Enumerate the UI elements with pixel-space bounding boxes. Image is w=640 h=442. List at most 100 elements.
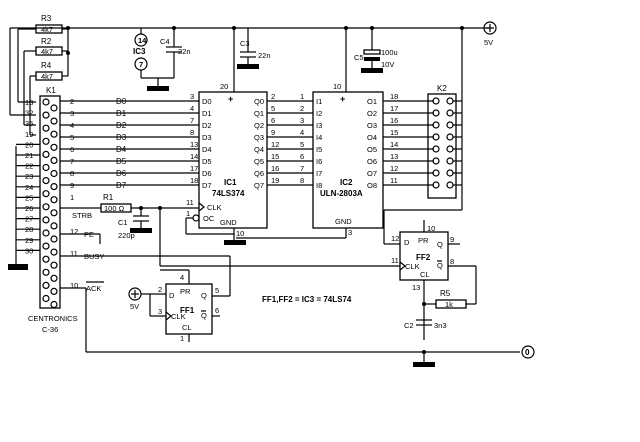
ic2-output-label: O4	[367, 133, 377, 142]
pin-circle	[42, 255, 50, 263]
ff2-qbar: Q	[437, 261, 443, 270]
ic2-output-label: O2	[367, 109, 377, 118]
k2-label: K2	[437, 84, 447, 93]
pin-circle	[42, 150, 50, 158]
ground-symbol	[8, 264, 28, 270]
ground-terminal-label: 0	[525, 348, 530, 357]
ic1-output-label: Q1	[254, 109, 264, 118]
c4-name: C4	[160, 37, 170, 46]
ic1-output-label: Q3	[254, 133, 264, 142]
pin-circle	[50, 156, 58, 164]
ic3-vcc-pin: 14	[138, 36, 147, 45]
ic2-input-label: I6	[316, 157, 322, 166]
ic2-vcc-pin: 10	[333, 82, 341, 91]
pin-circle	[432, 133, 440, 141]
k1-caption-1: CENTRONICS	[28, 314, 78, 323]
pin-circle	[50, 130, 58, 138]
ic2-input-pin: 7	[300, 164, 304, 173]
ff1-pin-cl: 1	[180, 334, 184, 343]
pin-circle	[50, 300, 58, 309]
ground-symbol	[147, 86, 169, 91]
ic1-output-pin: 19	[271, 176, 279, 185]
ic2-output-pin: 18	[390, 92, 398, 101]
capacitor-c3: C3 22n	[237, 28, 271, 69]
ic1-output-pin: 2	[271, 92, 275, 101]
r5-name: R5	[440, 289, 451, 298]
ff1-q: Q	[201, 291, 207, 300]
ic2-input-label: I4	[316, 133, 322, 142]
ff1-power-label: 5V	[130, 302, 139, 311]
ic2-output-label: O6	[367, 157, 377, 166]
ic2-input-pin: 5	[300, 140, 304, 149]
power-label: 5V	[484, 38, 493, 47]
ic1-input-label: D3	[202, 133, 212, 142]
ic2-output-label: O1	[367, 97, 377, 106]
pin-circle	[432, 181, 440, 189]
c3-name: C3	[240, 39, 250, 48]
pin-circle	[50, 274, 58, 282]
pin-circle	[42, 98, 50, 106]
ff2-q: Q	[437, 240, 443, 249]
ic2-part: ULN-2803A	[320, 189, 363, 198]
ground-symbol	[413, 362, 435, 367]
connector-k2: K2	[383, 28, 463, 245]
ic2-gnd-label: GND	[335, 217, 352, 226]
ic1-input-pin: 18	[190, 176, 198, 185]
ic1-input-pin: 4	[190, 104, 194, 113]
ic2-output-pin: 14	[390, 140, 398, 149]
r4-value: 4k7	[41, 72, 53, 81]
capacitor-c2: C2 3n3	[404, 319, 447, 367]
ic1-output-label: Q5	[254, 157, 264, 166]
ff1-pin-q: 5	[215, 286, 219, 295]
pin-circle	[50, 104, 58, 112]
pin-circle	[50, 196, 58, 204]
pin-circle	[50, 117, 58, 125]
c3-value: 22n	[258, 51, 271, 60]
ic2-output-pin: 13	[390, 152, 398, 161]
data-line-label: D7	[116, 181, 127, 190]
ff1-pin-d: 2	[158, 285, 162, 294]
ic2-input-label: I5	[316, 145, 322, 154]
ic2-output-pin: 16	[390, 116, 398, 125]
ic2-output-pin: 17	[390, 104, 398, 113]
ic1-input-label: D7	[202, 181, 212, 190]
ic2-input-pin: 1	[300, 92, 304, 101]
r3-name: R3	[41, 14, 52, 23]
capacitor-c5: C5 100u 10V	[354, 28, 398, 73]
pin-circle	[50, 143, 58, 151]
ic2-name: IC2	[340, 178, 353, 187]
pin-circle	[50, 235, 58, 243]
data-line-label: D1	[116, 109, 127, 118]
capacitor-c4: C4 22n	[147, 28, 191, 91]
control-signals: PE BUSY ACK	[60, 230, 520, 353]
pin-circle	[42, 268, 50, 276]
r1-name: R1	[103, 193, 114, 202]
ground-symbol	[130, 228, 152, 233]
r4-name: R4	[41, 61, 52, 70]
ic2-input-pin: 8	[300, 176, 304, 185]
ic1-output-pin: 9	[271, 128, 275, 137]
flip-flop-ff2: FF2 D PR Q Q CLK CL 12 11 10 9 8 13	[99, 220, 477, 340]
ic1-output-label: Q0	[254, 97, 264, 106]
pin-circle	[432, 109, 440, 117]
strobe-network: STRB R1 100 Ω C1 220p	[60, 193, 400, 267]
data-line-label: D4	[116, 145, 127, 154]
ic1-oc-pin: 1	[186, 209, 190, 218]
pin-circle	[42, 216, 50, 224]
k1-right-pin-number: 1	[70, 193, 74, 202]
supply-rail	[9, 26, 490, 116]
ff2-pin-clk: 11	[391, 256, 399, 265]
pin-circle	[42, 229, 50, 237]
pin-circle	[446, 109, 454, 117]
ic1-output-label: Q6	[254, 169, 264, 178]
ff2-pin-qbar: 8	[450, 257, 454, 266]
ic1-clk-label: CLK	[207, 203, 222, 212]
ic3-supply: 14 IC3 7	[133, 28, 174, 79]
data-line-label: D6	[116, 169, 127, 178]
pin-circle	[42, 137, 50, 145]
r5-value: 1k	[445, 300, 453, 309]
